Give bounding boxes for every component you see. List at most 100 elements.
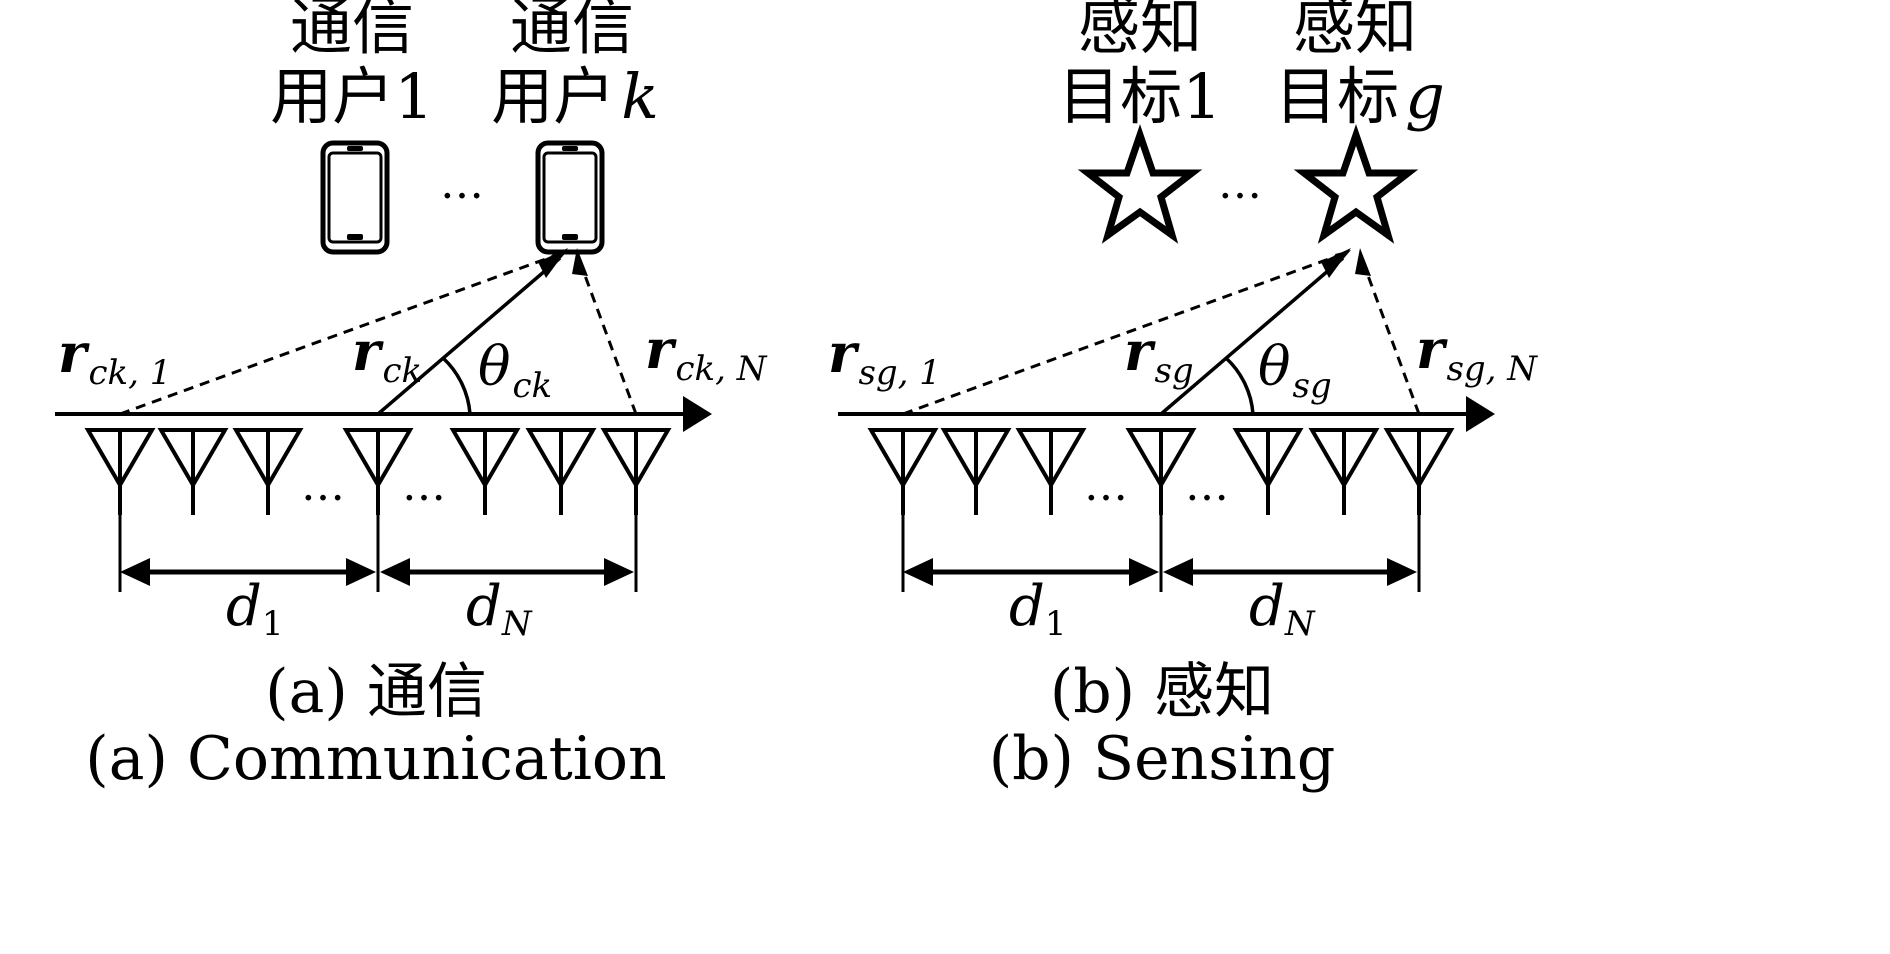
star-icon-target-g [1304,135,1408,235]
user-1-line1: 通信 [290,0,414,63]
caption-a-cn: (a) 通信 [265,657,487,727]
user-k-line1: 通信 [510,0,634,63]
dim-arrow-dN-right [604,558,634,586]
r-center-sub: sg [1154,351,1193,391]
target-1-label: 感知 目标1 [1058,0,1221,133]
target-g-label: 感知 目标g [1275,0,1445,133]
path-last-element [1361,261,1421,415]
r-last-label: rck, N [645,317,768,389]
d1-label: d1 [226,574,284,644]
d1-base: d [1009,574,1045,639]
antenna-ellipsis-right: … [1185,460,1229,511]
target-1-line1: 感知 [1078,0,1202,63]
path-center-element [376,256,562,416]
r-center-base: r [352,319,384,383]
user-1-label: 通信 用户1 [270,0,433,133]
antenna-array [869,428,1453,517]
dN-label: dN [1249,574,1316,644]
dN-base: d [466,574,502,639]
theta-sub: sg [1293,366,1332,406]
antenna-icon [344,428,412,517]
theta-label: θsg [1258,335,1332,406]
path-center-element [1159,256,1345,416]
antenna-ellipsis-left: … [301,460,345,511]
user-k-index: k [621,60,659,133]
theta-sub: ck [513,366,553,406]
r-center-label: rsg [1124,319,1194,391]
dim-arrow-d1-right [346,558,376,586]
array-axis-arrowhead [683,396,712,432]
r-last-sub: ck, N [675,349,767,389]
r-first-sub: sg, 1 [858,353,940,393]
targets-ellipsis: … [1218,158,1262,209]
r-first-sub: ck, 1 [88,353,171,393]
antenna-icon [942,428,1010,517]
phone-icon-user-k [538,143,602,252]
d1-label: d1 [1009,574,1067,644]
star-icon-target-1 [1088,135,1192,235]
angle-arc [441,356,472,415]
antenna-ellipsis-left: … [1084,460,1128,511]
arrowhead-last [1355,248,1371,276]
r-center-base: r [1124,319,1156,383]
antenna-icon [602,428,670,517]
antenna-icon [1310,428,1378,517]
antenna-icon [1234,428,1302,517]
arrowhead-first [552,250,568,264]
caption-a-en: (a) Communication [85,724,666,794]
antenna-icon [1017,428,1085,517]
antenna-array [86,428,670,517]
caption-b-cn: (b) 感知 [1050,657,1274,727]
antenna-icon [159,428,227,517]
d1-sub: 1 [1045,604,1067,644]
dN-label: dN [466,574,533,644]
target-1-line2: 目标1 [1058,60,1221,133]
antenna-icon [451,428,519,517]
dN-sub: N [1284,604,1316,644]
dim-arrow-d1-right [1129,558,1159,586]
panel-sensing: 感知 目标1 感知 目标g … rsg, 1 rsg rsg, N θsg [828,0,1538,794]
dim-arrow-d1-left [903,558,933,586]
antenna-icon [86,428,154,517]
target-g-index: g [1405,60,1445,133]
array-axis-arrowhead [1466,396,1495,432]
antenna-icon [527,428,595,517]
antenna-ellipsis-right: … [402,460,446,511]
dim-arrow-dN-left [380,558,410,586]
angle-arc [1224,356,1255,415]
arrowhead-first [1335,250,1351,264]
theta-label: θck [478,335,552,406]
target-g-prefix: 目标 [1275,60,1399,133]
d1-sub: 1 [262,604,284,644]
dim-arrow-d1-left [120,558,150,586]
theta-base: θ [1258,335,1291,398]
antenna-icon [1127,428,1195,517]
user-k-line2: 用户k [491,60,659,133]
caption-b-en: (b) Sensing [989,724,1336,794]
panel-communication: 通信 用户1 通信 用户k … rck, 1 rck rck, N θck [55,0,768,794]
arrowhead-last [572,248,588,276]
dN-base: d [1249,574,1285,639]
path-last-element [578,261,638,415]
r-first-label: rck, 1 [58,321,171,393]
target-g-line2: 目标g [1275,60,1445,133]
dN-sub: N [501,604,533,644]
r-last-base: r [1416,317,1448,381]
d1-base: d [226,574,262,639]
antenna-icon [869,428,937,517]
r-first-base: r [58,321,90,385]
target-g-line1: 感知 [1293,0,1417,63]
user-1-line2: 用户1 [270,60,433,133]
user-k-label: 通信 用户k [491,0,659,133]
user-k-prefix: 用户 [491,60,615,133]
users-ellipsis: … [440,158,484,209]
r-first-label: rsg, 1 [828,321,941,393]
r-last-sub: sg, N [1446,349,1538,389]
r-first-base: r [828,321,860,385]
r-center-sub: ck [382,351,422,391]
r-last-label: rsg, N [1416,317,1538,389]
path-first-element [119,250,566,416]
phone-icon-user-1 [323,143,387,252]
theta-base: θ [478,335,511,398]
